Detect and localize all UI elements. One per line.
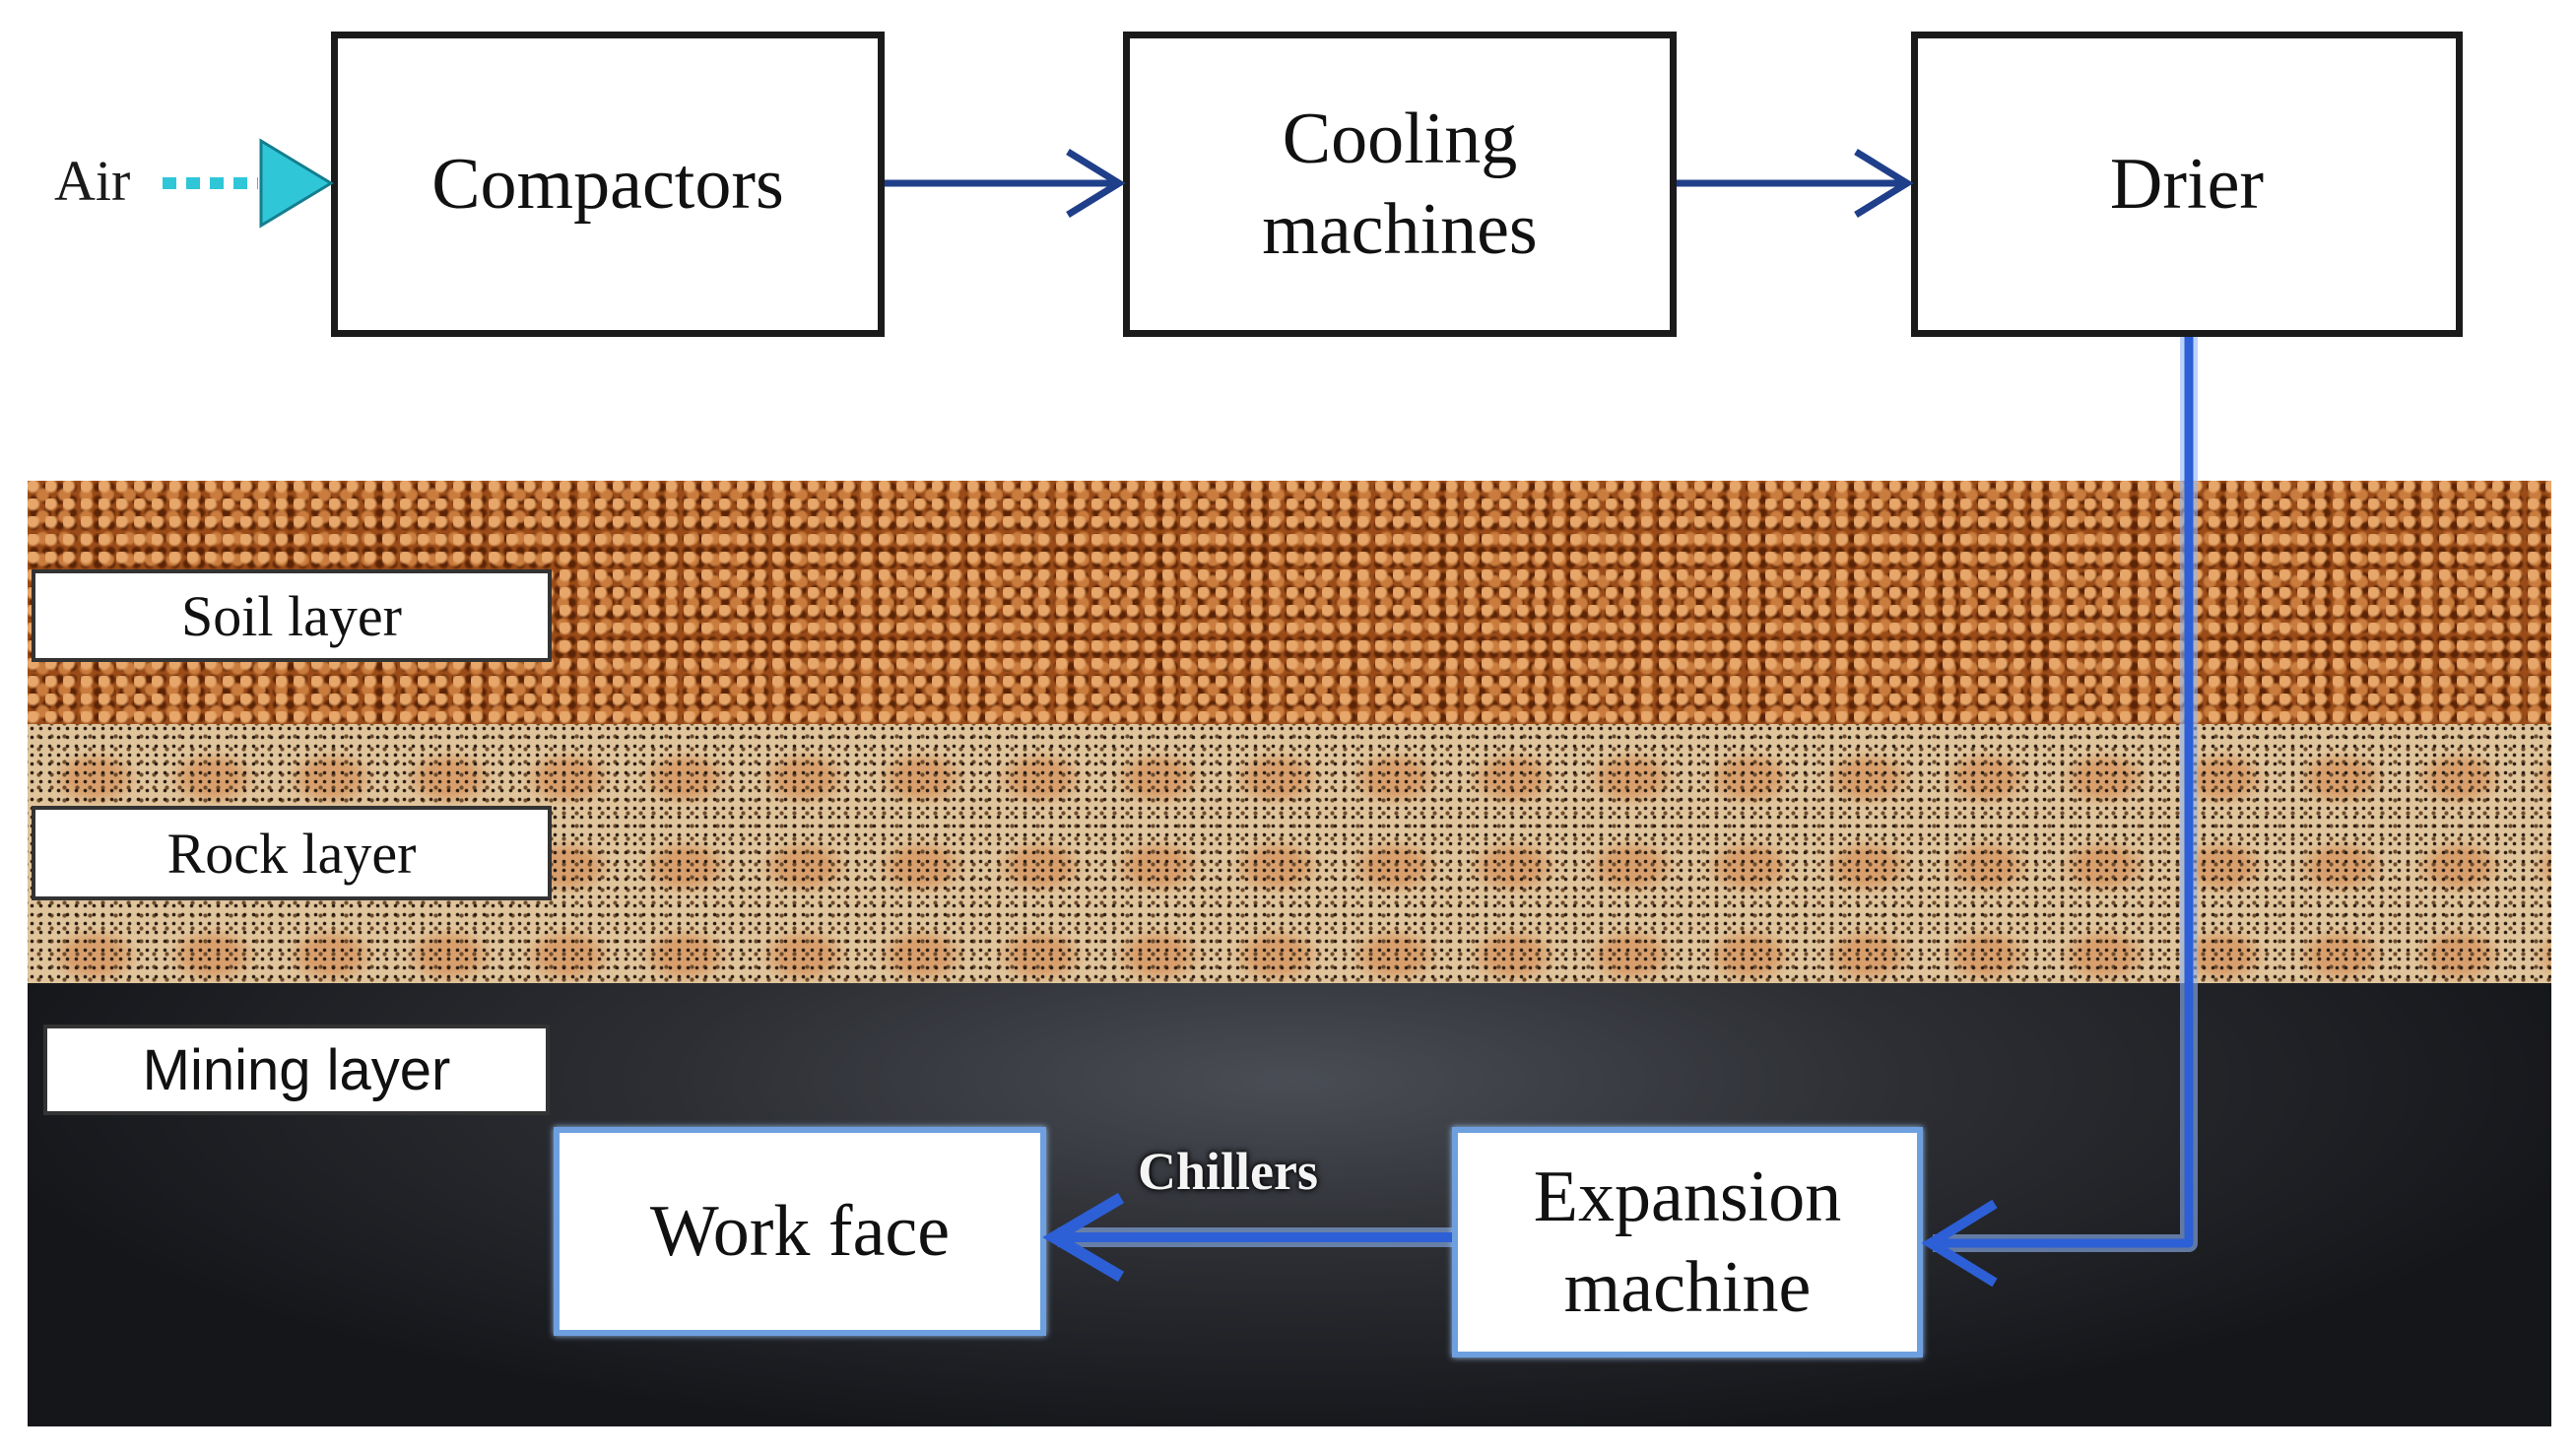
- drier-to-expansion-arrowhead: [1921, 1199, 1998, 1288]
- expansion-machine-label-line1: Expansion: [1533, 1156, 1842, 1237]
- drier-to-expansion-line: [1933, 337, 2194, 1248]
- soil-layer-label: Soil layer: [32, 569, 552, 662]
- soil-layer-text: Soil layer: [181, 583, 402, 648]
- drier-box: Drier: [1911, 32, 2463, 337]
- drier-label: Drier: [2109, 143, 2265, 225]
- cooling-machines-label-line2: machines: [1262, 189, 1538, 270]
- work-face-label: Work face: [649, 1190, 951, 1272]
- mining-layer-text: Mining layer: [142, 1037, 451, 1102]
- expansion-to-workface-arrowhead: [1042, 1192, 1125, 1283]
- air-label: Air: [54, 149, 131, 213]
- drier-to-expansion-glow: [1933, 337, 2198, 1252]
- expansion-machine-label-line2: machine: [1563, 1247, 1812, 1328]
- air-arrowhead: [259, 138, 334, 229]
- cooling-machines-label-line1: Cooling: [1282, 98, 1518, 179]
- chillers-label: Chillers: [1138, 1142, 1318, 1201]
- rock-layer-text: Rock layer: [166, 821, 417, 886]
- cooling-to-drier-arrowhead: [1854, 149, 1914, 218]
- cooling-machines-box: Cooling machines: [1123, 32, 1677, 337]
- rock-layer-label: Rock layer: [32, 806, 552, 900]
- compactors-label: Compactors: [431, 143, 784, 225]
- ground-strata: [28, 481, 2551, 1426]
- mining-layer-label: Mining layer: [43, 1025, 550, 1115]
- compactors-to-cooling-arrowhead: [1066, 149, 1126, 218]
- work-face-box: Work face: [554, 1127, 1046, 1336]
- compactors-box: Compactors: [331, 32, 885, 337]
- expansion-machine-box: Expansion machine: [1452, 1127, 1923, 1357]
